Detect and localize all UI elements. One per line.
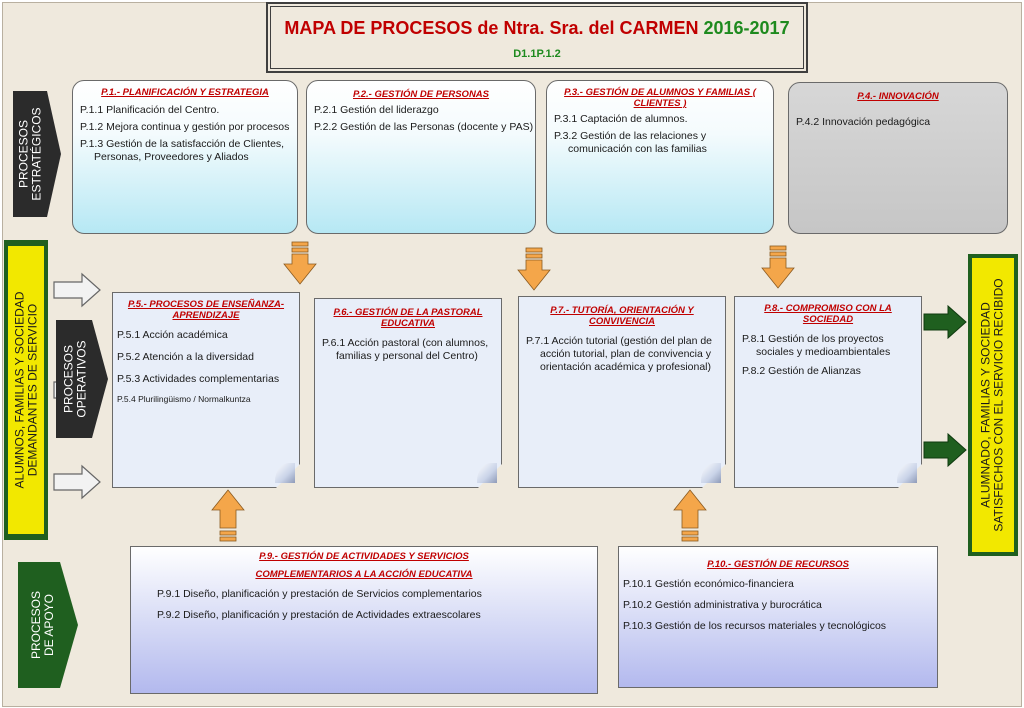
- process-card-p7: P.7.- TUTORÍA, ORIENTACIÓN Y CONVIVENCIA…: [518, 296, 726, 488]
- process-item: P.5.3 Actividades complementarias: [117, 373, 280, 385]
- flow-down-arrow-icon: [761, 245, 795, 289]
- process-card-p3: P.3.- GESTIÓN DE ALUMNOS Y FAMILIAS ( CL…: [546, 80, 774, 234]
- process-item: P.3.2 Gestión de las relaciones y comuni…: [554, 130, 707, 155]
- page-curl-flap: [477, 463, 497, 483]
- process-card-p10: P.10.- GESTIÓN DE RECURSOS P.10.1 Gestió…: [618, 546, 938, 688]
- process-card-p1: P.1.- PLANIFICACIÓN Y ESTRATEGIA P.1.1 P…: [72, 80, 298, 234]
- process-item: P.5.4 Plurilingüismo / Normalkuntza: [117, 394, 251, 404]
- process-item: P.3.1 Captación de alumnos.: [554, 113, 688, 125]
- process-card-p8: P.8.- COMPROMISO CON LA SOCIEDAD P.8.1 G…: [734, 296, 922, 488]
- page-curl-flap: [275, 463, 295, 483]
- title-year: 2016-2017: [703, 18, 790, 38]
- page-curl-flap: [701, 463, 721, 483]
- flow-down-arrow-icon: [283, 241, 317, 285]
- support-label-arrow: [18, 562, 78, 688]
- output-arrow-icon: [923, 304, 967, 340]
- left-banner-line1: ALUMNOS, FAMILIAS Y SOCIEDAD: [12, 291, 27, 489]
- process-item: P.10.2 Gestión administrativa y burocrát…: [623, 599, 822, 611]
- input-arrow-icon: [53, 272, 101, 308]
- process-card-title: COMPLEMENTARIOS A LA ACCIÓN EDUCATIVA: [255, 569, 473, 580]
- output-arrow-icon: [923, 432, 967, 468]
- process-card-title: P.7.- TUTORÍA, ORIENTACIÓN Y CONVIVENCIA: [550, 305, 694, 327]
- process-item: P.5.1 Acción académica: [117, 329, 228, 341]
- process-card-title: P.10.- GESTIÓN DE RECURSOS: [707, 559, 849, 570]
- process-item: P.2.1 Gestión del liderazgo: [314, 104, 439, 116]
- process-item: P.6.1 Acción pastoral (con alumnos, fami…: [322, 337, 489, 362]
- page-title: MAPA DE PROCESOS de Ntra. Sra. del CARME…: [268, 18, 806, 39]
- process-item: P.10.1 Gestión económico-financiera: [623, 578, 794, 590]
- process-item: P.9.1 Diseño, planificación y prestación…: [157, 588, 482, 600]
- document-code: D1.1P.1.2: [513, 48, 561, 60]
- process-item: P.5.2 Atención a la diversidad: [117, 351, 254, 363]
- input-arrow-icon: [53, 464, 101, 500]
- page-curl-flap: [897, 463, 917, 483]
- process-card-title: P.1.- PLANIFICACIÓN Y ESTRATEGIA: [101, 87, 269, 98]
- title-box: MAPA DE PROCESOS de Ntra. Sra. del CARME…: [266, 2, 808, 73]
- process-item: P.8.1 Gestión de los proyectos sociales …: [742, 333, 891, 358]
- process-card-p2: P.2.- GESTIÓN DE PERSONAS P.2.1 Gestión …: [306, 80, 536, 234]
- support-label-line2: DE APOYO: [42, 593, 57, 657]
- process-card-p6: P.6.- GESTIÓN DE LA PASTORAL EDUCATIVA P…: [314, 298, 502, 488]
- title-main-text: MAPA DE PROCESOS de Ntra. Sra. del CARME…: [284, 18, 699, 38]
- operative-label-line2: OPERATIVOS: [75, 340, 90, 418]
- strategic-label-arrow: [13, 91, 61, 217]
- left-banner-line2: DEMANDANTES DE SERVICIO: [25, 303, 40, 477]
- process-card-p5: P.5.- PROCESOS DE ENSEÑANZA-APRENDIZAJE …: [112, 292, 300, 488]
- process-card-p9: P.9.- GESTIÓN DE ACTIVIDADES Y SERVICIOS…: [130, 546, 598, 694]
- flow-up-arrow-icon: [673, 489, 707, 542]
- process-card-title: P.9.- GESTIÓN DE ACTIVIDADES Y SERVICIOS: [259, 551, 469, 562]
- process-card-title: P.6.- GESTIÓN DE LA PASTORAL EDUCATIVA: [333, 307, 483, 329]
- process-item: P.1.3 Gestión de la satisfacción de Clie…: [80, 138, 285, 163]
- support-label-line1: PROCESOS: [29, 590, 44, 660]
- process-item: P.7.1 Acción tutorial (gestión del plan …: [526, 335, 713, 373]
- process-card-title: P.5.- PROCESOS DE ENSEÑANZA-APRENDIZAJE: [127, 299, 285, 321]
- process-card-p4: P.4.- INNOVACIÓN P.4.2 Innovación pedagó…: [788, 82, 1008, 234]
- process-item: P.2.2 Gestión de las Personas (docente y…: [314, 121, 534, 133]
- process-item: P.1.2 Mejora continua y gestión por proc…: [80, 121, 290, 133]
- process-card-title: P.8.- COMPROMISO CON LA SOCIEDAD: [764, 303, 892, 325]
- process-item: P.8.2 Gestión de Alianzas: [742, 365, 861, 377]
- process-item: P.9.2 Diseño, planificación y prestación…: [157, 609, 481, 621]
- right-banner-line2: SATISFECHOS CON EL SERVICIO RECIBIDO: [992, 278, 1007, 532]
- flow-up-arrow-icon: [211, 489, 245, 542]
- process-item: P.1.1 Planificación del Centro.: [80, 104, 220, 116]
- process-item: P.4.2 Innovación pedagógica: [796, 116, 931, 128]
- strategic-label-line2: ESTRATÉGICOS: [30, 107, 44, 201]
- operative-label-arrow: [56, 320, 108, 438]
- flow-down-arrow-icon: [517, 247, 551, 291]
- process-card-title: P.2.- GESTIÓN DE PERSONAS: [352, 89, 490, 100]
- process-card-title: P.3.- GESTIÓN DE ALUMNOS Y FAMILIAS ( CL…: [564, 87, 756, 109]
- process-item: P.10.3 Gestión de los recursos materiale…: [623, 620, 887, 632]
- process-card-title: P.4.- INNOVACIÓN: [857, 91, 939, 102]
